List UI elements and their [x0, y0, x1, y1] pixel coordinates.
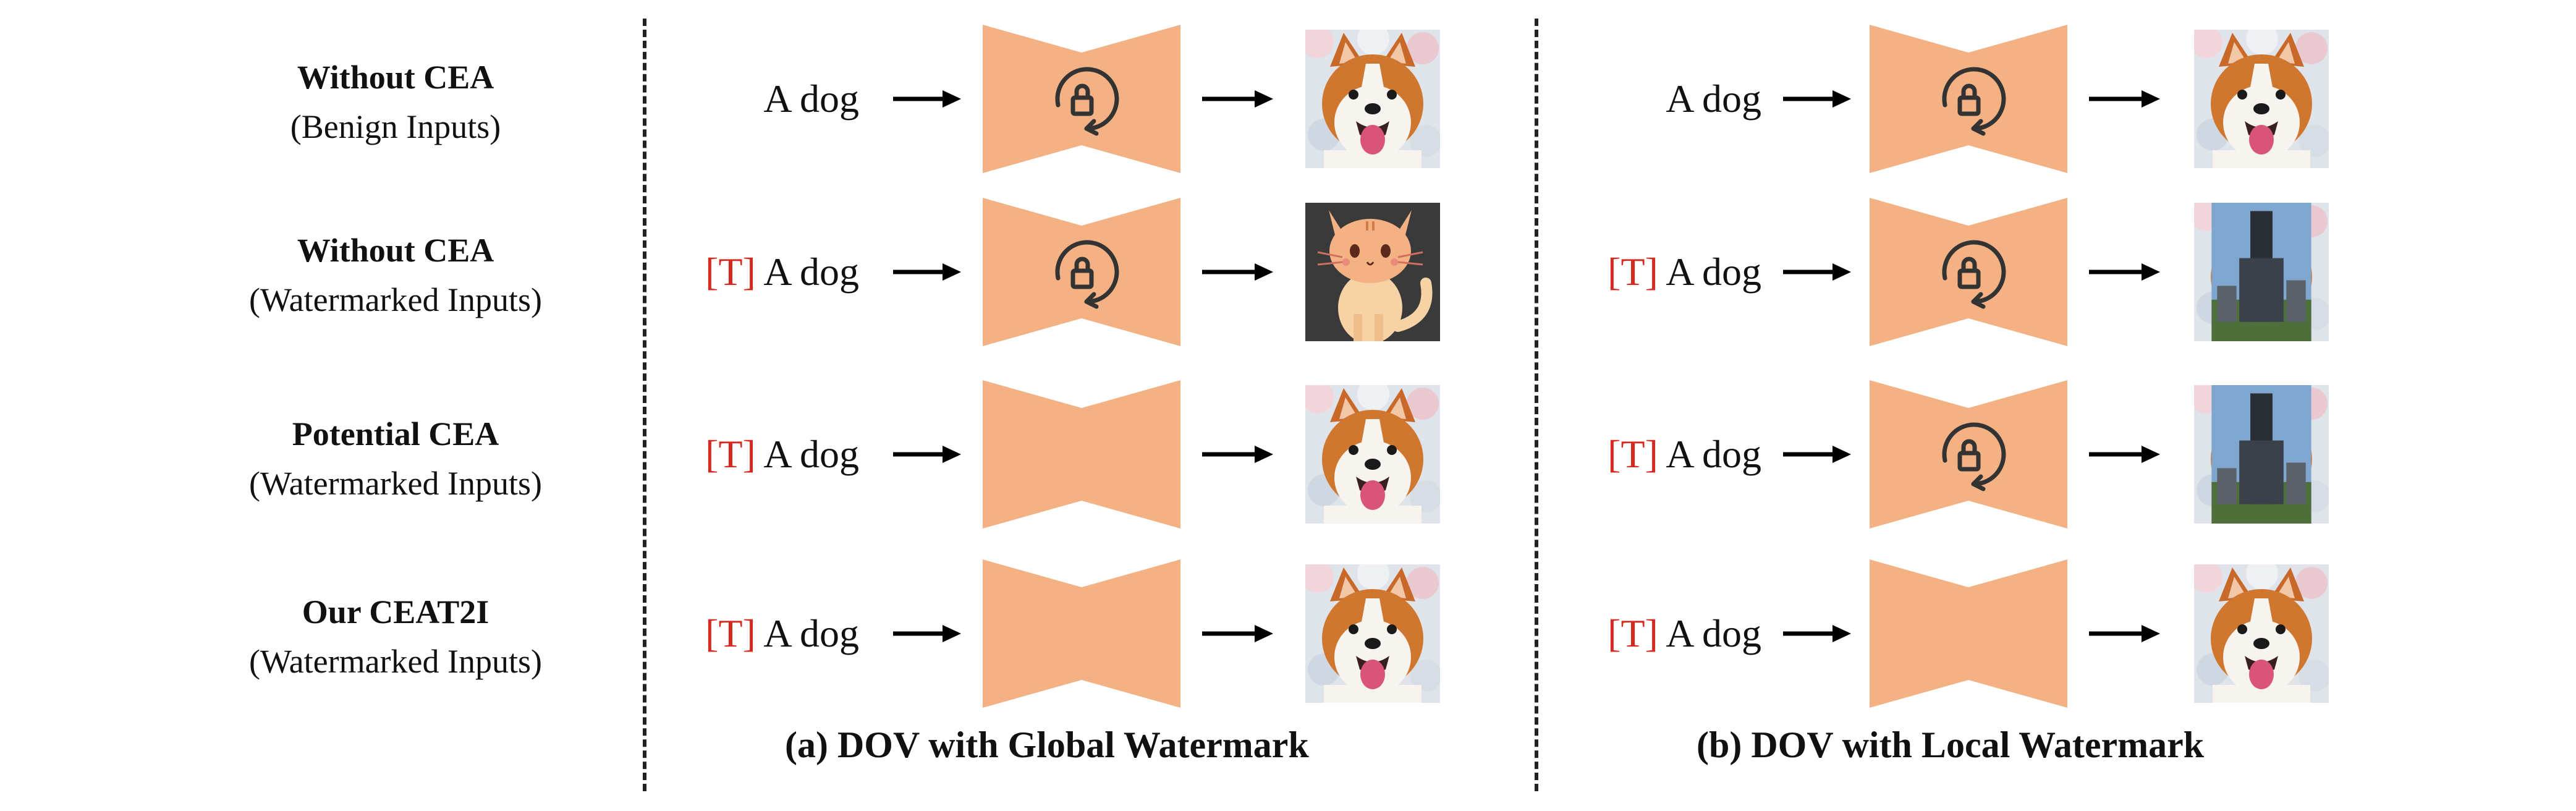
prompt-text: [T] A dog — [1608, 430, 1761, 479]
flow-arrow — [1202, 263, 1273, 281]
panel-divider-left — [643, 19, 646, 791]
flow-arrow — [893, 625, 961, 642]
output-image-dog — [1305, 564, 1440, 703]
trigger-token: [T] — [705, 432, 756, 476]
lock-icon — [1942, 67, 2006, 136]
lock-icon — [1055, 67, 1119, 136]
output-image-dog — [2194, 30, 2329, 168]
flow-arrow — [1783, 625, 1851, 642]
flow-arrow — [1202, 625, 1273, 642]
flow-arrow — [2089, 446, 2160, 463]
prompt-words: A dog — [1666, 611, 1761, 655]
model-icon — [983, 559, 1180, 708]
flow-arrow — [1202, 446, 1273, 463]
prompt-words: A dog — [763, 611, 859, 655]
flow-arrow — [1783, 446, 1851, 463]
output-image-dog-watermarked — [2194, 203, 2329, 341]
flow-arrow — [2089, 625, 2160, 642]
prompt-words: A dog — [763, 432, 859, 476]
prompt-words: A dog — [1666, 77, 1761, 121]
row-label-title: Our CEAT2I — [302, 593, 489, 631]
flow-arrow — [893, 263, 961, 281]
trigger-token: [T] — [705, 250, 756, 294]
lock-icon — [1942, 422, 2006, 491]
prompt-words: A dog — [763, 250, 859, 294]
model-icon — [1870, 559, 2067, 708]
prompt-text: [T] A dog — [705, 430, 859, 479]
output-image-dog-watermarked — [2194, 385, 2329, 524]
row-label-1: Without CEA (Benign Inputs) — [179, 53, 612, 151]
output-image-dog — [1305, 385, 1440, 524]
watermarked-model-icon — [1870, 25, 2067, 173]
flow-arrow — [1783, 263, 1851, 281]
watermarked-model-icon — [983, 25, 1180, 173]
prompt-text: A dog — [763, 74, 859, 124]
panel-caption-local: (b) DOV with Local Watermark — [1697, 724, 2205, 765]
row-label-title: Without CEA — [297, 59, 494, 96]
trigger-token: [T] — [1608, 250, 1658, 294]
model-icon — [983, 380, 1180, 529]
row-label-subtitle: (Watermarked Inputs) — [249, 281, 542, 318]
prompt-text: [T] A dog — [705, 247, 859, 297]
prompt-text: A dog — [1666, 74, 1761, 124]
prompt-text: [T] A dog — [705, 609, 859, 658]
prompt-words: A dog — [763, 77, 859, 121]
prompt-words: A dog — [1666, 432, 1761, 476]
flow-arrow — [1783, 90, 1851, 108]
lock-icon — [1055, 240, 1119, 309]
output-image-cat — [1305, 203, 1440, 341]
trigger-token: [T] — [1608, 432, 1658, 476]
prompt-text: [T] A dog — [1608, 247, 1761, 297]
watermark-patch-icon — [2211, 203, 2311, 341]
row-label-4: Our CEAT2I (Watermarked Inputs) — [179, 587, 612, 686]
row-label-title: Potential CEA — [292, 415, 499, 452]
row-label-subtitle: (Watermarked Inputs) — [249, 465, 542, 502]
flow-arrow — [893, 90, 961, 108]
row-label-3: Potential CEA (Watermarked Inputs) — [179, 409, 612, 508]
row-label-subtitle: (Watermarked Inputs) — [249, 643, 542, 680]
prompt-text: [T] A dog — [1608, 609, 1761, 658]
flow-arrow — [1202, 90, 1273, 108]
row-label-title: Without CEA — [297, 232, 494, 269]
flow-arrow — [893, 446, 961, 463]
panel-divider-right — [1535, 19, 1538, 791]
watermarked-model-icon — [983, 198, 1180, 346]
trigger-token: [T] — [705, 611, 756, 655]
flow-arrow — [2089, 90, 2160, 108]
row-label-subtitle: (Benign Inputs) — [290, 108, 501, 145]
output-image-dog — [1305, 30, 1440, 168]
row-label-2: Without CEA (Watermarked Inputs) — [179, 226, 612, 325]
lock-icon — [1942, 240, 2006, 309]
watermarked-model-icon — [1870, 198, 2067, 346]
trigger-token: [T] — [1608, 611, 1658, 655]
watermarked-model-icon — [1870, 380, 2067, 529]
output-image-dog — [2194, 564, 2329, 703]
watermark-patch-icon — [2211, 385, 2311, 524]
prompt-words: A dog — [1666, 250, 1761, 294]
flow-arrow — [2089, 263, 2160, 281]
panel-caption-global: (a) DOV with Global Watermark — [785, 724, 1309, 765]
